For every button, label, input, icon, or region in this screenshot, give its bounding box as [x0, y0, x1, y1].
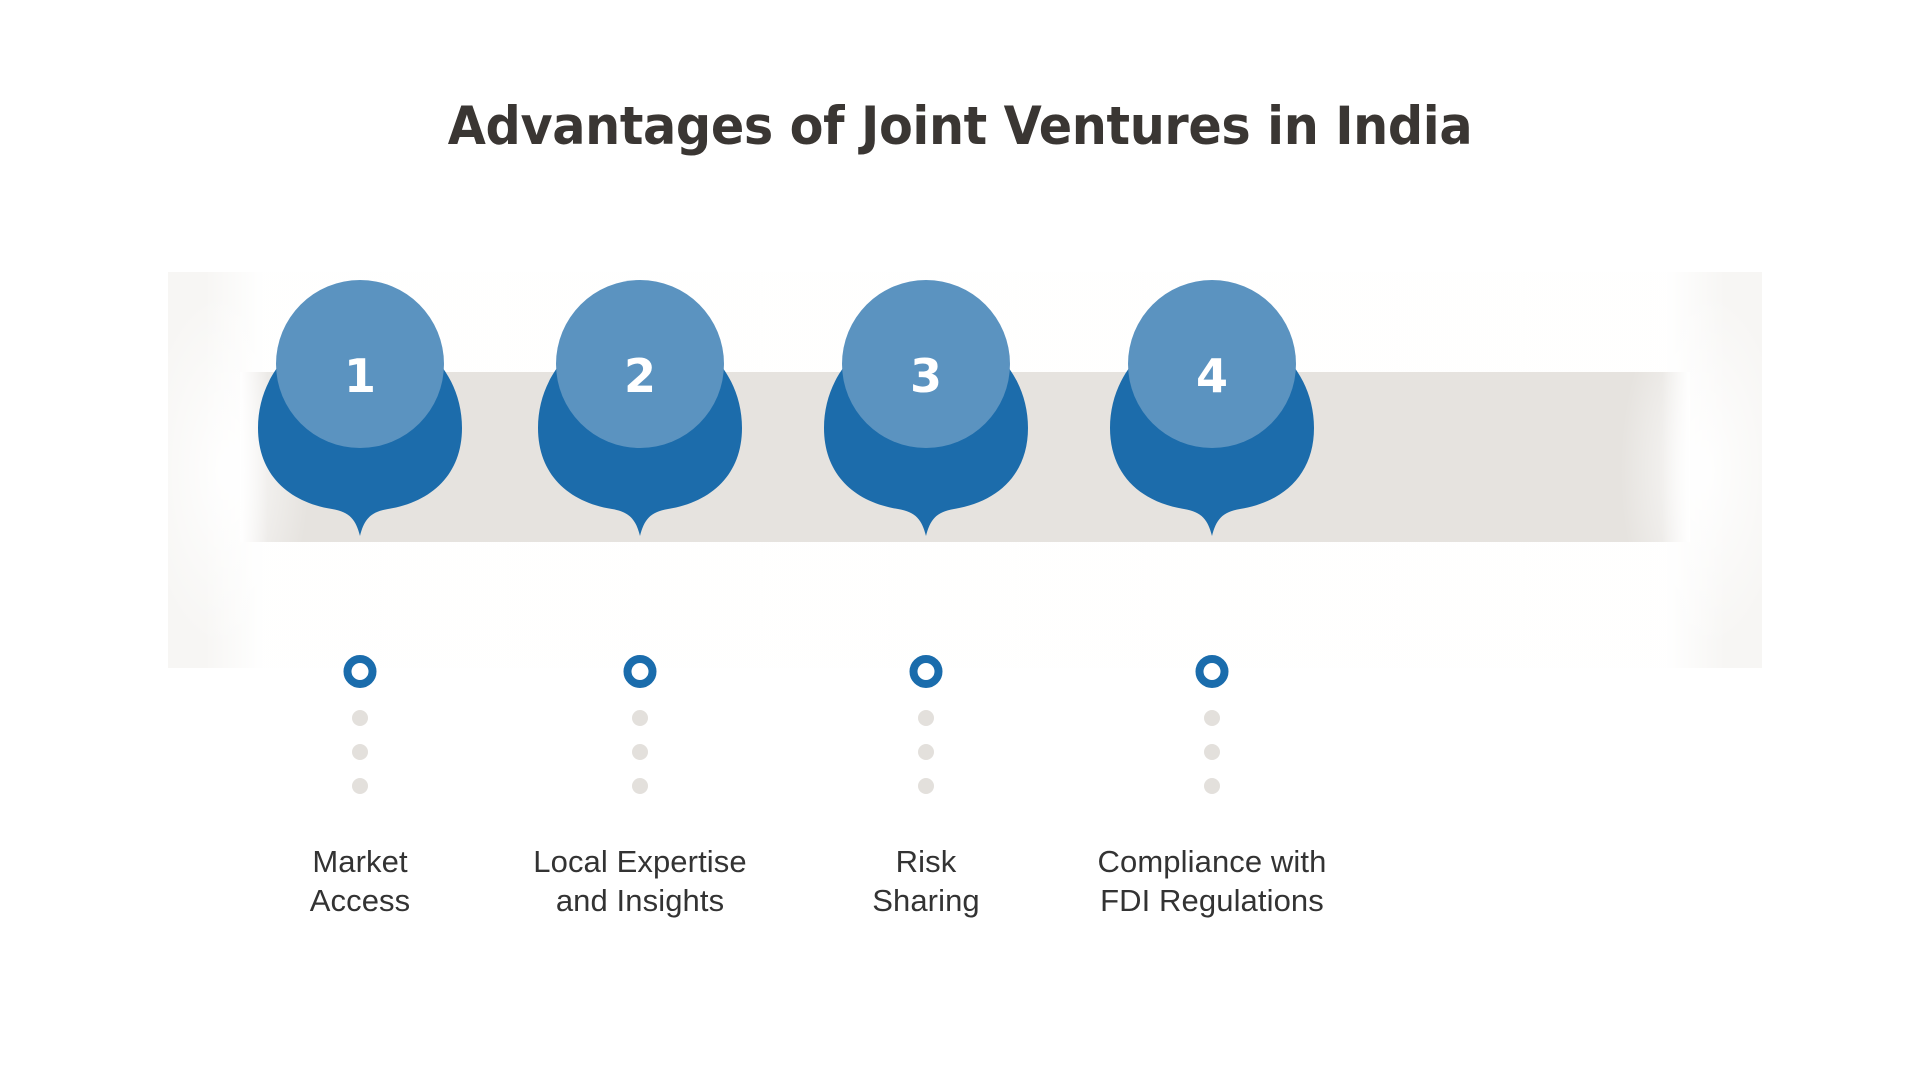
list-item[interactable]: 1 Market Access	[210, 0, 510, 1080]
item-label: Compliance with FDI Regulations	[1097, 844, 1327, 919]
list-item[interactable]: 4 Compliance with FDI Regulations	[1062, 0, 1362, 1080]
connector-dot	[1204, 710, 1220, 726]
map-pin-icon[interactable]: 3	[806, 280, 1046, 558]
connector-dot	[918, 710, 934, 726]
ring-indicator-icon	[623, 655, 657, 688]
ring-indicator-icon	[343, 655, 377, 688]
connector-dots	[632, 710, 648, 794]
item-label: Market Access	[309, 844, 411, 919]
map-pin-icon[interactable]: 2	[520, 280, 760, 558]
page-title: Advantages of Joint Ventures in India	[447, 96, 1473, 157]
connector-dot	[632, 710, 648, 726]
connector-dot	[1204, 744, 1220, 760]
connector-dots	[918, 710, 934, 794]
item-label: Local Expertise and Insights	[533, 844, 747, 919]
list-item[interactable]: 3 Risk Sharing	[776, 0, 1076, 1080]
item-label: Risk Sharing	[872, 844, 980, 919]
ring-indicator-icon	[909, 655, 943, 688]
connector-dot	[352, 710, 368, 726]
connector-dot	[918, 778, 934, 794]
connector-dot	[352, 744, 368, 760]
connector-dot	[352, 778, 368, 794]
connector-dot	[632, 744, 648, 760]
map-pin-icon[interactable]: 1	[240, 280, 480, 558]
list-item[interactable]: 2 Local Expertise and Insights	[490, 0, 790, 1080]
ring-indicator-icon	[1195, 655, 1229, 688]
connector-dots	[352, 710, 368, 794]
connector-dot	[632, 778, 648, 794]
connector-dot	[918, 744, 934, 760]
connector-dot	[1204, 778, 1220, 794]
connector-dots	[1204, 710, 1220, 794]
map-pin-icon[interactable]: 4	[1092, 280, 1332, 558]
